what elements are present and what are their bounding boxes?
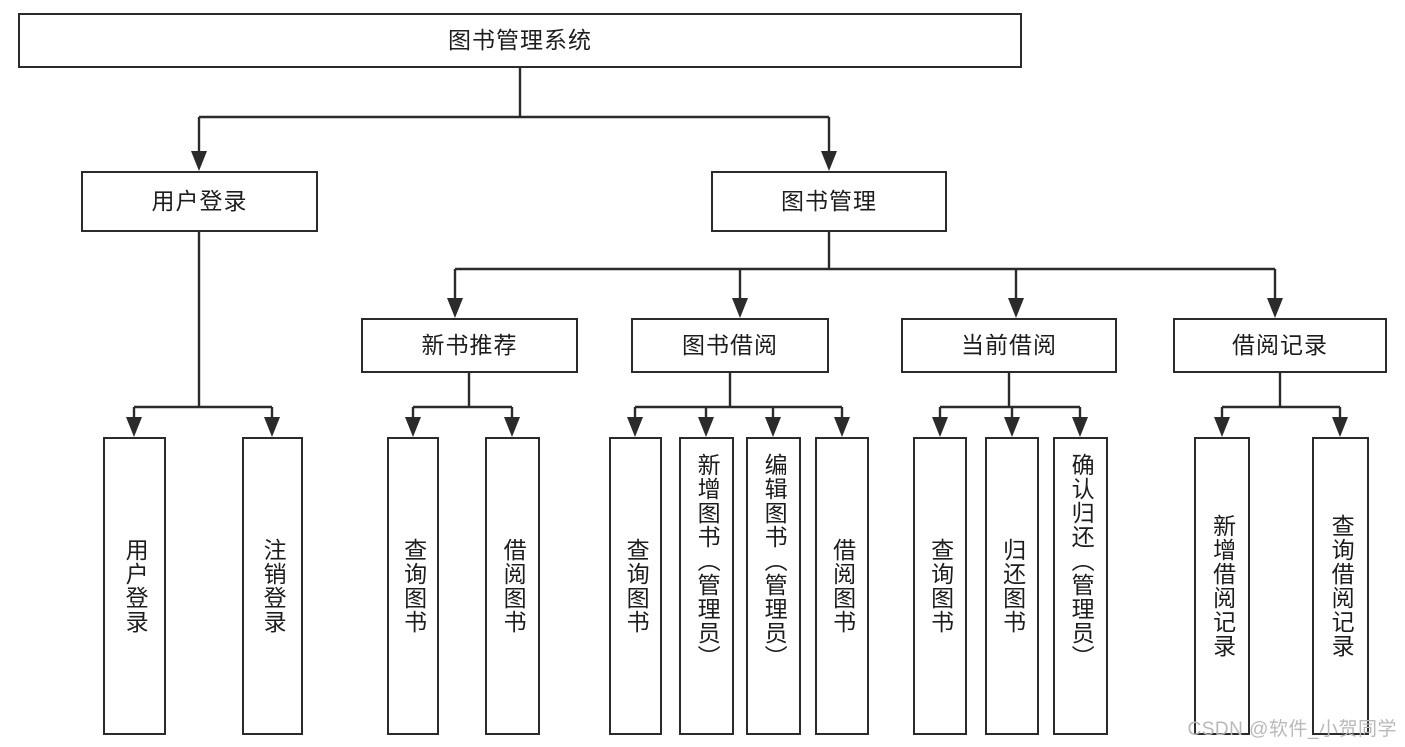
leaf-node-edit-book-admin[interactable]: 编辑图书（管理员） — [746, 437, 801, 735]
node-book-management[interactable]: 图书管理 — [711, 171, 947, 232]
node-user-login[interactable]: 用户登录 — [81, 171, 318, 232]
leaf-node-query-books-current[interactable]: 查询图书 — [913, 437, 967, 735]
leaf-node-borrow-books[interactable]: 借阅图书 — [815, 437, 869, 735]
leaf-node-add-borrow-record[interactable]: 新增借阅记录 — [1194, 437, 1250, 735]
node-current-borrowing[interactable]: 当前借阅 — [901, 318, 1117, 373]
leaf-node-query-borrow-record[interactable]: 查询借阅记录 — [1312, 437, 1369, 735]
leaf-node-logout[interactable]: 注销登录 — [242, 437, 303, 735]
leaf-node-user-login[interactable]: 用户登录 — [103, 437, 166, 735]
leaf-node-query-books-borrow[interactable]: 查询图书 — [609, 437, 662, 735]
node-root-book-management-system[interactable]: 图书管理系统 — [18, 13, 1022, 68]
leaf-node-add-book-admin[interactable]: 新增图书（管理员） — [679, 437, 734, 735]
node-borrowing-records[interactable]: 借阅记录 — [1173, 318, 1387, 373]
leaf-node-borrow-books-recommend[interactable]: 借阅图书 — [485, 437, 540, 735]
leaf-node-confirm-return-admin[interactable]: 确认归还（管理员） — [1053, 437, 1108, 735]
node-new-book-recommendation[interactable]: 新书推荐 — [361, 318, 578, 373]
csdn-watermark: CSDN @软件_小贺同学 — [1187, 719, 1397, 740]
leaf-node-return-books[interactable]: 归还图书 — [985, 437, 1039, 735]
node-book-borrowing[interactable]: 图书借阅 — [631, 318, 829, 373]
leaf-node-query-books-recommend[interactable]: 查询图书 — [387, 437, 439, 735]
